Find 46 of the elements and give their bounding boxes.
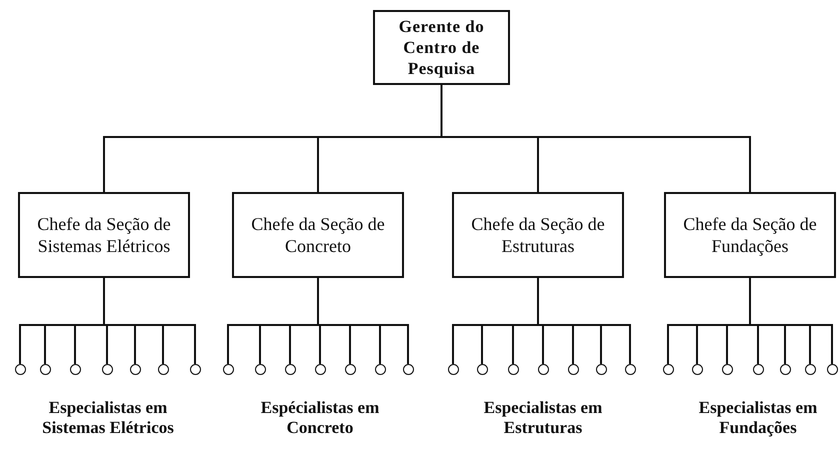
section-chief-box [452, 192, 624, 278]
group-label: Especialistas em Estruturas [482, 398, 604, 439]
specialist-circle [448, 364, 458, 375]
box-text: Gerente do Centro de Pesquisa [398, 16, 486, 80]
specialist-circle [596, 364, 606, 375]
section-chief-box [232, 192, 404, 278]
specialist-circle [568, 364, 578, 375]
box-text: Chefe da Seção de Concreto [250, 212, 386, 258]
box-text: Chefe da Seção de Estruturas [470, 212, 606, 258]
specialist-circle [402, 364, 414, 375]
connector-line [103, 278, 196, 364]
specialist-circle [314, 364, 326, 375]
group-label: Especialistas em Sistemas Elétricos [41, 398, 175, 439]
specialist-circle [284, 364, 296, 375]
specialist-circle [804, 364, 816, 375]
specialist-circle [254, 364, 266, 375]
section-chief-box [18, 192, 190, 278]
group-label: Espécialistas em Concreto [260, 398, 380, 439]
box-text: Chefe da Seção de Fundações [682, 212, 818, 258]
section-chief-box [664, 192, 836, 278]
specialist-circle [40, 364, 50, 375]
specialist-circle [130, 364, 140, 375]
specialist-circle [752, 364, 764, 375]
connector-line [440, 85, 751, 192]
specialist-circle [624, 364, 636, 375]
specialist-circle [722, 364, 732, 375]
specialist-circle [14, 364, 26, 375]
specialist-circle [508, 364, 518, 375]
specialist-circle [476, 364, 488, 375]
specialist-circle [190, 364, 200, 375]
specialist-circle [538, 364, 548, 375]
specialist-circle [780, 364, 790, 375]
specialist-circle [344, 364, 356, 375]
connector-line [317, 278, 409, 364]
manager-box [373, 10, 510, 85]
specialist-circle [102, 364, 112, 375]
specialist-circle [70, 364, 80, 375]
group-label: Especialistas em Fundações [698, 398, 818, 439]
specialist-circle [222, 364, 234, 375]
specialist-circle [662, 364, 674, 375]
connector-line [537, 278, 631, 364]
specialist-circle [158, 364, 168, 375]
specialist-circle [826, 364, 838, 375]
specialist-circle [692, 364, 702, 375]
specialist-circle [374, 364, 386, 375]
box-text: Chefe da Seção de Sistemas Elétricos [36, 212, 172, 258]
